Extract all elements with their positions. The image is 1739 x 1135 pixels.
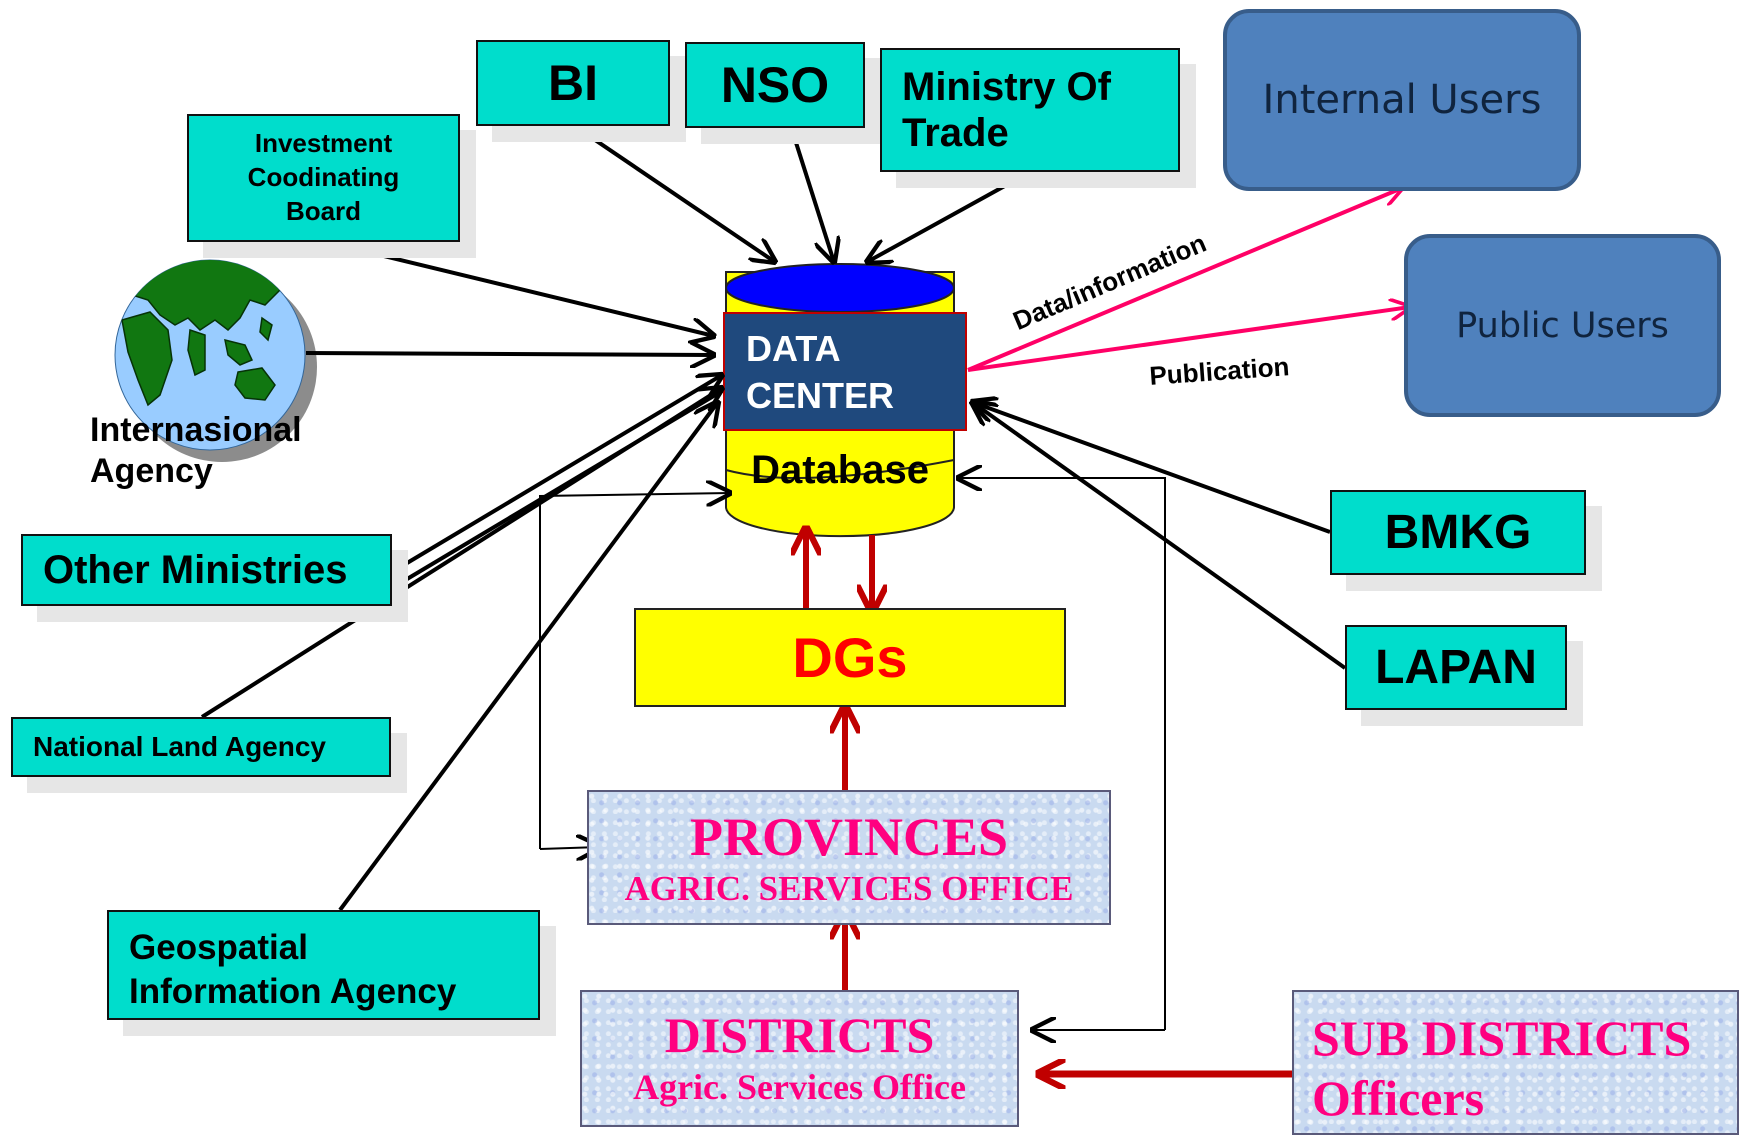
districts-box: DISTRICTS Agric. Services Office — [580, 990, 1019, 1127]
subdistricts-subtitle: Officers — [1312, 1070, 1485, 1126]
provinces-subtitle: AGRIC. SERVICES OFFICE — [624, 869, 1074, 908]
bi-box: BI — [476, 40, 670, 126]
other-ministries-box: Other Ministries — [21, 534, 392, 606]
provinces-box: PROVINCES AGRIC. SERVICES OFFICE — [587, 790, 1111, 925]
international-agency-label: Internasional Agency — [90, 411, 302, 491]
public-users-label: Public Users — [1456, 305, 1669, 346]
internal-users-label: Internal Users — [1262, 77, 1542, 123]
districts-subtitle: Agric. Services Office — [633, 1067, 966, 1107]
arrow-to-public-users — [967, 307, 1410, 372]
lapan-box: LAPAN — [1345, 625, 1567, 710]
arrow-nso — [790, 129, 834, 262]
arrow-ministry-trade — [867, 170, 1031, 262]
hierarchy-arrows — [806, 528, 1292, 1074]
data-center-line2: CENTER — [746, 375, 894, 416]
bmkg-label: BMKG — [1384, 506, 1532, 559]
national-land-agency-box: National Land Agency — [11, 717, 391, 777]
ministry-of-trade-label: Ministry Of Trade — [902, 65, 1111, 155]
arrow-lapan — [972, 402, 1347, 670]
bmkg-box: BMKG — [1330, 490, 1586, 575]
arrow-national-land — [200, 388, 722, 719]
database-label: Database — [751, 448, 929, 492]
inbound-arrows — [200, 123, 1347, 912]
public-users-box: Public Users — [1404, 234, 1721, 417]
national-land-agency-label: National Land Agency — [33, 731, 327, 762]
arrow-bi — [571, 123, 775, 262]
internal-users-box: Internal Users — [1223, 9, 1581, 191]
geospatial-agency-line1: Geospatial — [129, 928, 308, 967]
arrow-other-ministries-a — [390, 375, 722, 574]
output-arrows — [967, 188, 1410, 372]
subdistricts-title: SUB DISTRICTS — [1312, 1010, 1692, 1066]
lapan-label: LAPAN — [1375, 641, 1537, 694]
ministry-of-trade-box: Ministry Of Trade — [880, 48, 1180, 172]
geospatial-agency-box: Geospatial Information Agency — [107, 910, 540, 1020]
data-center-line1: DATA — [746, 328, 841, 369]
investment-board-label: Investment Coodinating Board — [247, 128, 400, 226]
investment-board-box: Investment Coodinating Board — [187, 114, 460, 242]
geospatial-agency-line2: Information Agency — [129, 971, 457, 1011]
nso-box: NSO — [685, 42, 865, 128]
bi-label: BI — [548, 55, 598, 111]
districts-title: DISTRICTS — [664, 1007, 935, 1063]
arrow-international — [305, 353, 714, 355]
dgs-box: DGs — [634, 608, 1066, 707]
publication-label: Publication — [1148, 351, 1290, 391]
dgs-label: DGs — [792, 626, 908, 689]
arrow-bmkg — [972, 402, 1331, 534]
other-ministries-label: Other Ministries — [43, 547, 348, 592]
data-center-box — [723, 312, 967, 431]
subdistricts-box: SUB DISTRICTS Officers — [1292, 990, 1739, 1135]
arrow-geospatial — [338, 402, 718, 912]
feedback-lines — [539, 478, 1166, 1030]
globe-icon — [114, 259, 317, 462]
arrow-to-internal-users — [967, 188, 1402, 372]
arrow-investment-board — [325, 240, 714, 336]
nso-label: NSO — [720, 57, 830, 113]
provinces-title: PROVINCES — [689, 807, 1009, 867]
